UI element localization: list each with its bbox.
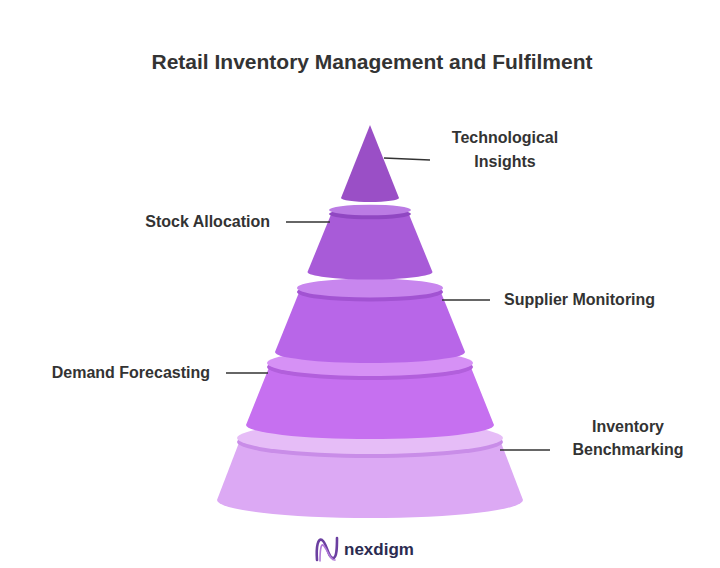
band-label: Demand Forecasting (10, 362, 210, 384)
band-rim (297, 279, 443, 298)
leader-line (442, 299, 490, 301)
leader-line (384, 158, 430, 160)
band-label: Supplier Monitoring (504, 289, 704, 311)
leader-line (500, 449, 550, 451)
brand-logo-text: nexdigm (344, 539, 454, 561)
band-label: Stock Allocation (110, 211, 270, 233)
band-label: Inventory Benchmarking (558, 415, 698, 461)
band-rim (329, 205, 411, 216)
logo-mark (320, 545, 335, 561)
diagram-title: Retail Inventory Management and Fulfilme… (22, 48, 720, 76)
leader-line (286, 221, 330, 223)
logo-mark (317, 538, 337, 560)
pyramid-apex (341, 125, 399, 202)
band-label: Technological Insights (435, 126, 575, 174)
leader-line (226, 372, 268, 374)
